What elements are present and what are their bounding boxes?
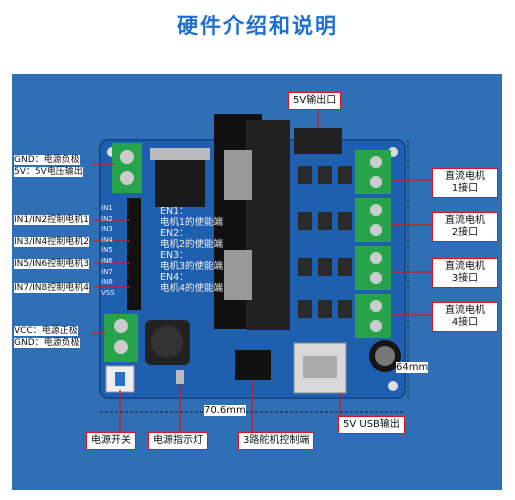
motor-4-line1: 直流电机 bbox=[445, 305, 485, 316]
mount-hole bbox=[388, 381, 398, 391]
en3-label: EN3： bbox=[160, 250, 189, 261]
en4-desc: 电机4的使能端 bbox=[160, 283, 224, 294]
pin-label: IN2 bbox=[101, 214, 113, 223]
driver-chip bbox=[224, 250, 252, 300]
pin-label: IN7 bbox=[101, 267, 113, 276]
pin-labels: IN1 IN2 IN3 IN4 IN5 IN6 IN7 IN8 VSS bbox=[101, 203, 115, 298]
pin-label: IN4 bbox=[101, 235, 113, 244]
en4-label: EN4： bbox=[160, 272, 189, 283]
pin-label: VSS bbox=[101, 288, 115, 297]
width-dimension: 70.6mm bbox=[204, 405, 246, 416]
label-in34: IN3/IN4控制电机2 bbox=[14, 237, 89, 247]
motor-4-line2: 4接口 bbox=[451, 317, 479, 328]
five-v-output-callout: 5V输出口 bbox=[288, 92, 342, 110]
leader-lines bbox=[92, 104, 432, 432]
pin-label: IN6 bbox=[101, 256, 113, 265]
label-vcc: VCC：电源正极 bbox=[14, 326, 78, 336]
motor-2-callout: 直流电机 2接口 bbox=[432, 212, 498, 242]
en1-desc: 电机1的使能端 bbox=[160, 217, 224, 228]
motor-3-line2: 3接口 bbox=[451, 273, 479, 284]
power-led-callout: 电源指示灯 bbox=[148, 432, 208, 450]
motor-3-line1: 直流电机 bbox=[445, 261, 485, 272]
motor-1-line2: 1接口 bbox=[451, 183, 479, 194]
label-gnd-power: GND：电源负极 bbox=[14, 155, 80, 165]
en2-label: EN2： bbox=[160, 228, 189, 239]
en2-desc: 电机2的使能端 bbox=[160, 239, 224, 250]
motor-terminals bbox=[355, 150, 391, 338]
pin-label: IN3 bbox=[101, 225, 113, 234]
driver-chip bbox=[224, 150, 252, 200]
regulator-tab bbox=[150, 148, 210, 160]
label-in56: IN5/IN6控制电机3 bbox=[14, 259, 89, 269]
diode-array bbox=[298, 166, 352, 318]
pin-label: IN8 bbox=[101, 278, 113, 287]
label-in12: IN1/IN2控制电机1 bbox=[14, 215, 89, 225]
motor-1-callout: 直流电机 1接口 bbox=[432, 168, 498, 198]
en3-desc: 电机3的使能端 bbox=[160, 261, 224, 272]
motor-4-callout: 直流电机 4接口 bbox=[432, 302, 498, 332]
power-led bbox=[176, 370, 184, 384]
motor-1-line1: 直流电机 bbox=[445, 171, 485, 182]
pin-label: IN5 bbox=[101, 246, 113, 255]
servo-callout: 3路舵机控制端 bbox=[238, 432, 315, 450]
label-5v-out: 5V：5V电压输出 bbox=[14, 167, 83, 177]
power-switch-callout: 电源开关 bbox=[86, 432, 136, 450]
en-block: EN1： 电机1的使能端 EN2： 电机2的使能端 EN3： 电机3的使能端 E… bbox=[160, 206, 223, 294]
label-gnd2: GND：电源负极 bbox=[14, 338, 80, 348]
en1-label: EN1： bbox=[160, 206, 189, 217]
pin-label: IN1 bbox=[101, 204, 113, 212]
page-title: 硬件介绍和说明 bbox=[177, 14, 338, 38]
pin-header bbox=[127, 198, 141, 310]
label-in78: IN7/IN8控制电机4 bbox=[14, 283, 89, 293]
regulator-chip bbox=[155, 155, 205, 207]
servo-header bbox=[235, 350, 271, 380]
heatsink-right bbox=[246, 120, 290, 330]
dimension-lines bbox=[100, 140, 409, 413]
height-dimension: 64mm bbox=[396, 362, 429, 373]
motor-3-callout: 直流电机 3接口 bbox=[432, 258, 498, 288]
motor-2-line2: 2接口 bbox=[451, 227, 479, 238]
five-v-header bbox=[294, 128, 342, 154]
usb-callout: 5V USB输出 bbox=[338, 416, 405, 434]
motor-2-line1: 直流电机 bbox=[445, 215, 485, 226]
